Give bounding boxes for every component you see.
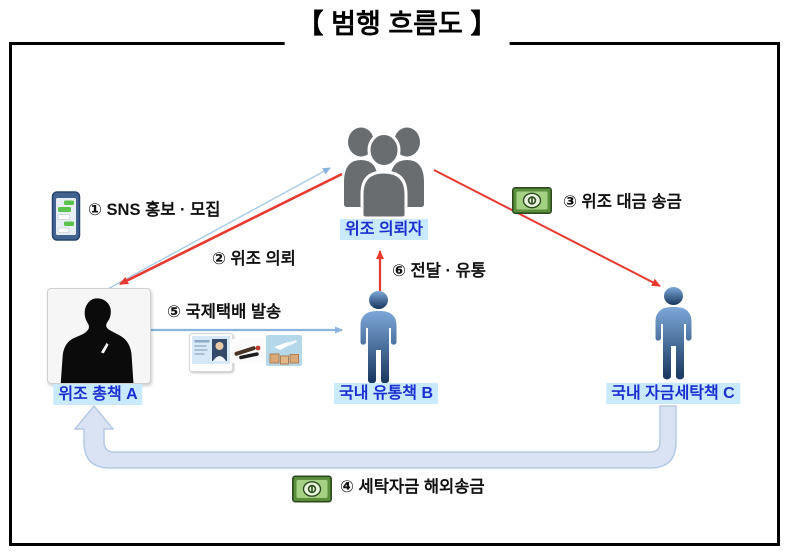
diagram-title: 【 범행 흐름도 】 <box>284 7 510 45</box>
air-parcel-image <box>266 335 302 366</box>
people-group-icon <box>344 127 424 218</box>
id-card-photo <box>189 333 233 372</box>
flow-label-laundered-funds: ④ 세탁자금 해외송금 <box>340 478 485 496</box>
standing-person-icon-b <box>360 291 397 384</box>
air-parcel-photo <box>266 335 302 371</box>
id-card-image <box>192 336 230 364</box>
forged-items-photo <box>231 339 265 368</box>
banknote-icon-bottom <box>292 475 332 503</box>
flow-label-sns-recruit: ① SNS 홍보 · 모집 <box>88 201 221 219</box>
flow-label-deliver-distribute: ⑥ 전달 · 유통 <box>392 262 486 280</box>
flow-label-forgery-request: ② 위조 의뢰 <box>212 250 296 268</box>
node-label-distributor: 국내 유통책 B <box>333 383 439 404</box>
man-silhouette-photo <box>47 288 151 384</box>
forged-items-image <box>231 339 265 363</box>
man-silhouette-icon <box>60 298 134 383</box>
banknote-icon-top <box>512 187 552 214</box>
node-label-requester: 위조 의뢰자 <box>339 219 429 240</box>
node-label-mastermind: 위조 총책 A <box>53 384 143 405</box>
standing-person-icon-c <box>655 287 692 380</box>
sns-chat-smartphone-icon <box>51 191 81 241</box>
flow-label-international-parcel: ⑤ 국제택배 발송 <box>167 303 282 321</box>
node-label-launderer: 국내 자금세탁책 C <box>606 383 740 404</box>
flow-label-payment-transfer: ③ 위조 대금 송금 <box>563 193 682 211</box>
